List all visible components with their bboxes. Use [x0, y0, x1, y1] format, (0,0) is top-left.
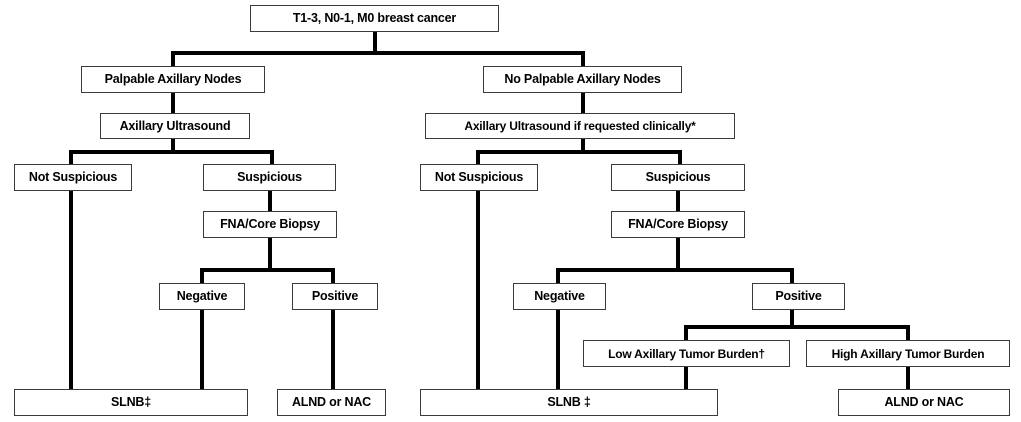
node-left-negative[interactable]: Negative	[159, 283, 245, 310]
edge-left-to-susp	[270, 150, 274, 166]
node-right-not-suspicious[interactable]: Not Suspicious	[420, 164, 538, 191]
edge-right-to-susp	[678, 150, 682, 166]
edge-left-head-to-us	[171, 92, 175, 115]
edge-left-susp-to-biopsy	[268, 190, 272, 212]
edge-left-to-notsusp	[69, 150, 73, 166]
node-right-axillary-ultrasound-if-requested[interactable]: Axillary Ultrasound if requested clinica…	[425, 113, 735, 139]
node-left-outcome-slnb[interactable]: SLNB‡	[14, 389, 248, 416]
edge-left-biopsy-bar	[200, 268, 335, 272]
edge-right-lowburden-to-slnb	[684, 366, 688, 390]
edge-left-to-positive	[331, 268, 335, 285]
node-right-outcome-alnd-or-nac[interactable]: ALND or NAC	[838, 389, 1010, 416]
node-left-suspicious[interactable]: Suspicious	[203, 164, 336, 191]
edge-right-to-highburden	[906, 325, 910, 342]
edge-right-susp-to-biopsy	[676, 190, 680, 212]
node-right-high-axillary-tumor-burden[interactable]: High Axillary Tumor Burden	[806, 340, 1010, 367]
node-right-low-axillary-tumor-burden[interactable]: Low Axillary Tumor Burden†	[583, 340, 790, 367]
edge-right-to-positive	[790, 268, 794, 285]
node-left-fna-core-biopsy[interactable]: FNA/Core Biopsy	[203, 211, 337, 238]
edge-left-positive-to-alnd	[331, 309, 335, 390]
edge-left-notsusp-to-slnb	[69, 190, 73, 390]
edge-root-to-right-head	[581, 51, 585, 68]
node-right-suspicious[interactable]: Suspicious	[611, 164, 745, 191]
node-right-outcome-slnb[interactable]: SLNB ‡	[420, 389, 718, 416]
edge-right-notsusp-to-slnb	[476, 190, 480, 390]
edge-right-highburden-to-alnd	[906, 366, 910, 390]
edge-right-split-bar	[476, 150, 682, 154]
node-left-outcome-alnd-or-nac[interactable]: ALND or NAC	[277, 389, 386, 416]
edge-right-biopsy-bar	[556, 268, 794, 272]
edge-left-split-bar	[69, 150, 274, 154]
edge-right-to-negative	[556, 268, 560, 285]
edge-right-positive-stem	[790, 309, 794, 327]
edge-root-bar	[171, 51, 585, 55]
node-left-not-suspicious[interactable]: Not Suspicious	[14, 164, 132, 191]
edge-right-negative-to-slnb	[556, 309, 560, 390]
node-right-no-palpable-axillary-nodes[interactable]: No Palpable Axillary Nodes	[483, 66, 682, 93]
edge-right-burden-bar	[684, 325, 910, 329]
edge-right-us-stem	[581, 138, 585, 152]
edge-root-stem	[373, 31, 377, 53]
node-left-positive[interactable]: Positive	[292, 283, 378, 310]
node-right-fna-core-biopsy[interactable]: FNA/Core Biopsy	[611, 211, 745, 238]
edge-left-negative-to-slnb	[200, 309, 204, 390]
edge-right-biopsy-stem	[676, 237, 680, 270]
edge-right-to-lowburden	[684, 325, 688, 342]
node-right-negative[interactable]: Negative	[513, 283, 606, 310]
node-left-palpable-axillary-nodes[interactable]: Palpable Axillary Nodes	[81, 66, 265, 93]
edge-right-head-to-us	[581, 92, 585, 115]
node-right-positive[interactable]: Positive	[752, 283, 845, 310]
edge-left-us-stem	[171, 138, 175, 152]
edge-root-to-left-head	[171, 51, 175, 68]
edge-right-to-notsusp	[476, 150, 480, 166]
node-root[interactable]: T1-3, N0-1, M0 breast cancer	[250, 5, 499, 32]
edge-left-biopsy-stem	[268, 237, 272, 270]
node-left-axillary-ultrasound[interactable]: Axillary Ultrasound	[100, 113, 250, 139]
edge-left-to-negative	[200, 268, 204, 285]
